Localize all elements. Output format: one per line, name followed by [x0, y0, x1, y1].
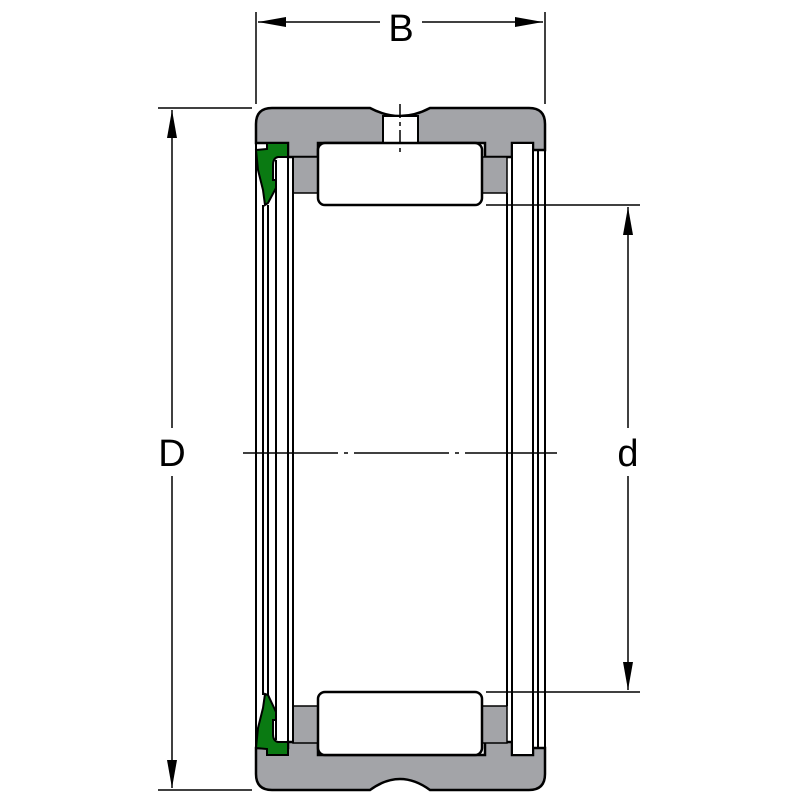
seal-top — [254, 142, 289, 207]
label-D: D — [158, 433, 185, 475]
arrow-icon — [515, 17, 543, 27]
arrow-icon — [258, 17, 286, 27]
roller-top — [316, 141, 484, 207]
label-d: d — [617, 433, 638, 475]
retaining-ring-right — [511, 142, 534, 756]
arrow-icon — [167, 110, 177, 138]
label-B: B — [388, 8, 413, 50]
roller-bottom — [316, 690, 484, 757]
arrow-icon — [623, 662, 633, 690]
dimension-d — [486, 204, 640, 693]
seal-bottom — [254, 692, 289, 756]
arrow-icon — [167, 760, 177, 788]
dimension-D — [158, 107, 252, 791]
arrow-icon — [623, 207, 633, 235]
bore-lines — [255, 143, 546, 748]
